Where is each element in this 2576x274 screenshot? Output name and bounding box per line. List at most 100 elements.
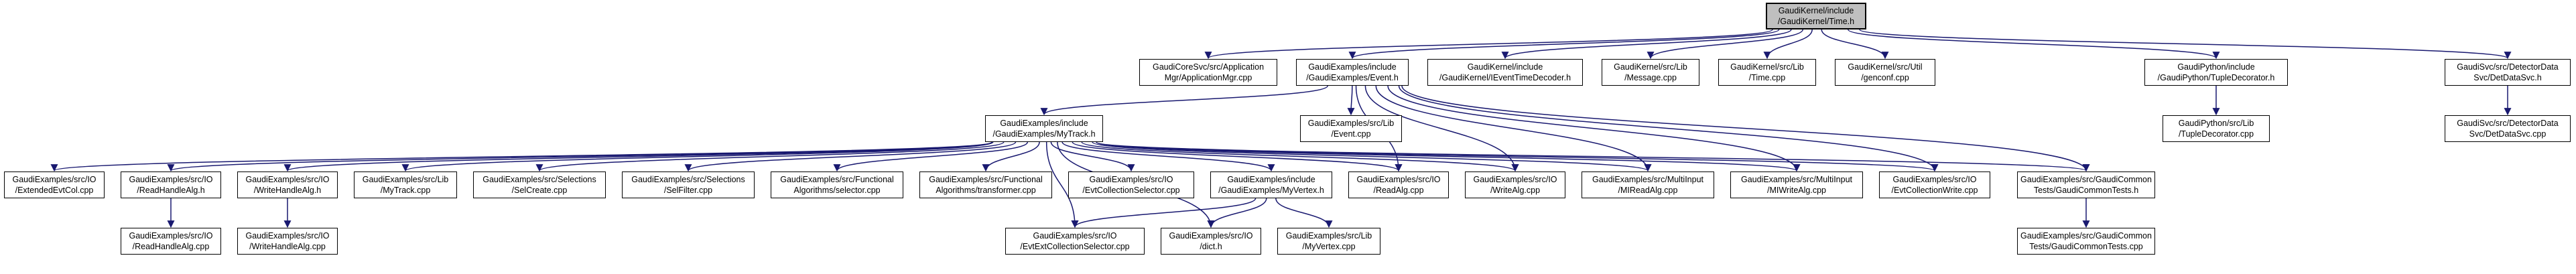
graph-node-label: /Event.cpp bbox=[1331, 129, 1371, 139]
graph-node-label: /ReadHandleAlg.h bbox=[137, 186, 205, 195]
graph-node-label: /ExtendedEvtCol.cpp bbox=[15, 186, 94, 195]
edge-group bbox=[51, 29, 2512, 228]
graph-node-genconf_cpp[interactable]: GaudiKernel/src/Util/genconf.cpp bbox=[1835, 59, 1935, 86]
graph-node-label: GaudiExamples/src/Selections bbox=[482, 174, 596, 184]
graph-node-event_h[interactable]: GaudiExamples/include/GaudiExamples/Even… bbox=[1296, 59, 1409, 86]
graph-node-label: GaudiSvc/src/DetectorData bbox=[2457, 62, 2559, 72]
graph-node-label: /Message.cpp bbox=[1624, 73, 1677, 82]
graph-node-label: /genconf.cpp bbox=[1861, 73, 1909, 82]
graph-node-readalg_cpp[interactable]: GaudiExamples/src/IO/ReadAlg.cpp bbox=[1348, 172, 1449, 198]
graph-node-readhandlealg_cpp[interactable]: GaudiExamples/src/IO/ReadHandleAlg.cpp bbox=[121, 228, 221, 255]
graph-node-label: GaudiExamples/src/Lib bbox=[1285, 230, 1372, 241]
edge-mytrack_h--evtextcollectionselector_cpp bbox=[1045, 141, 1079, 228]
graph-node-label: GaudiExamples/src/IO bbox=[245, 174, 330, 184]
edge-time_h--ieventtimedecoder_h bbox=[1501, 29, 1792, 60]
graph-node-event_cpp[interactable]: GaudiExamples/src/Lib/Event.cpp bbox=[1300, 115, 1402, 142]
edge-time_h--message_cpp bbox=[1647, 29, 1803, 60]
graph-node-label: GaudiKernel/include bbox=[1467, 62, 1543, 72]
edge-time_h--time_cpp bbox=[1763, 29, 1813, 60]
graph-node-label: /EvtCollectionWrite.cpp bbox=[1891, 186, 1978, 195]
edge-time_h--detdatasvc_h bbox=[1859, 29, 2512, 60]
graph-node-message_cpp[interactable]: GaudiKernel/src/Lib/Message.cpp bbox=[1602, 59, 1699, 86]
graph-node-mytrack_cpp[interactable]: GaudiExamples/src/Lib/MyTrack.cpp bbox=[354, 172, 457, 198]
graph-node-label: /GaudiExamples/Event.h bbox=[1306, 73, 1399, 82]
graph-node-label: GaudiKernel/include bbox=[1778, 5, 1854, 15]
graph-node-writealg_cpp[interactable]: GaudiExamples/src/IO/WriteAlg.cpp bbox=[1465, 172, 1565, 198]
graph-node-evtextcollectionselector_cpp[interactable]: GaudiExamples/src/IO/EvtExtCollectionSel… bbox=[1005, 228, 1145, 255]
graph-node-label: /dict.h bbox=[1200, 242, 1222, 251]
graph-node-label: Tests/GaudiCommonTests.h bbox=[2033, 186, 2139, 195]
graph-node-label: /WriteAlg.cpp bbox=[1490, 186, 1541, 195]
graph-node-writehandlealg_h[interactable]: GaudiExamples/src/IO/WriteHandleAlg.h bbox=[237, 172, 338, 198]
graph-node-myvertex_cpp[interactable]: GaudiExamples/src/Lib/MyVertex.cpp bbox=[1277, 228, 1380, 255]
graph-node-label: /MIWriteAlg.cpp bbox=[1767, 186, 1826, 195]
graph-node-label: /GaudiExamples/MyTrack.h bbox=[992, 129, 1096, 139]
graph-node-label: GaudiKernel/src/Lib bbox=[1614, 62, 1687, 72]
graph-node-selcreate_cpp[interactable]: GaudiExamples/src/Selections/SelCreate.c… bbox=[473, 172, 606, 198]
graph-node-label: GaudiExamples/src/IO bbox=[1033, 230, 1117, 241]
edge-mytrack_h--writehandlealg_h bbox=[283, 141, 992, 172]
graph-node-writehandlealg_cpp[interactable]: GaudiExamples/src/IO/WriteHandleAlg.cpp bbox=[237, 228, 338, 255]
graph-node-label: GaudiExamples/include bbox=[1308, 62, 1397, 72]
edge-time_h--applicationmgr_cpp bbox=[1204, 29, 1773, 60]
graph-node-label: /EvtCollectionSelector.cpp bbox=[1082, 186, 1180, 195]
graph-node-label: GaudiExamples/src/GaudiCommon bbox=[2020, 230, 2152, 241]
edge-event_h--event_cpp bbox=[1347, 85, 1355, 116]
edge-mytrack_h--evtcollectionwrite_cpp bbox=[1096, 141, 1938, 172]
edge-time_h--tupledecorator_h bbox=[1848, 29, 2220, 60]
edge-mytrack_h--miwritealg_cpp bbox=[1096, 141, 1801, 172]
graph-node-label: /WriteHandleAlg.h bbox=[253, 186, 322, 195]
edge-mytrack_h--readalg_cpp bbox=[1072, 141, 1403, 172]
edge-event_h--evtcollectionwrite_cpp bbox=[1398, 85, 1939, 172]
graph-node-label: /MIReadAlg.cpp bbox=[1618, 186, 1678, 195]
graph-node-label: /MyTrack.cpp bbox=[380, 186, 431, 195]
graph-node-label: GaudiExamples/src/Functional bbox=[780, 174, 894, 184]
graph-node-label: GaudiExamples/src/IO bbox=[1473, 174, 1557, 184]
graph-node-time_h: GaudiKernel/include/GaudiKernel/Time.h bbox=[1766, 3, 1866, 29]
graph-node-label: GaudiPython/src/Lib bbox=[2178, 118, 2254, 128]
edge-mytrack_h--myvertex_h bbox=[1061, 141, 1275, 172]
edge-mytrack_h--mytrack_cpp bbox=[401, 141, 994, 172]
edge-myvertex_h--myvertex_cpp bbox=[1275, 198, 1333, 228]
graph-node-readhandlealg_h[interactable]: GaudiExamples/src/IO/ReadHandleAlg.h bbox=[121, 172, 221, 198]
graph-node-tupledecorator_h[interactable]: GaudiPython/include/GaudiPython/TupleDec… bbox=[2144, 59, 2288, 86]
graph-node-label: Mgr/ApplicationMgr.cpp bbox=[1164, 73, 1252, 82]
edge-mytrack_h--selcreate_cpp bbox=[535, 141, 1005, 172]
graph-node-mytrack_h[interactable]: GaudiExamples/include/GaudiExamples/MyTr… bbox=[985, 115, 1103, 142]
edge-event_h--gaudicommontests_h bbox=[1401, 85, 2090, 172]
graph-node-dict_h[interactable]: GaudiExamples/src/IO/dict.h bbox=[1161, 228, 1261, 255]
graph-node-miwritealg_cpp[interactable]: GaudiExamples/src/MultiInput/MIWriteAlg.… bbox=[1730, 172, 1863, 198]
graph-node-tupledecorator_cpp[interactable]: GaudiPython/src/Lib/TupleDecorator.cpp bbox=[2163, 115, 2270, 142]
graph-node-mireadalg_cpp[interactable]: GaudiExamples/src/MultiInput/MIReadAlg.c… bbox=[1582, 172, 1714, 198]
graph-node-ieventtimedecoder_h[interactable]: GaudiKernel/include/GaudiKernel/IEventTi… bbox=[1427, 59, 1583, 86]
graph-node-label: GaudiCoreSvc/src/Application bbox=[1152, 62, 1265, 72]
graph-node-label: GaudiExamples/src/IO bbox=[1356, 174, 1441, 184]
graph-node-label: GaudiExamples/src/IO bbox=[1892, 174, 1977, 184]
graph-node-evtcollectionwrite_cpp[interactable]: GaudiExamples/src/IO/EvtCollectionWrite.… bbox=[1879, 172, 1990, 198]
graph-node-label: GaudiExamples/src/Functional bbox=[929, 174, 1043, 184]
edge-mytrack_h--selector_cpp bbox=[833, 141, 1029, 172]
graph-node-myvertex_h[interactable]: GaudiExamples/include/GaudiExamples/MyVe… bbox=[1210, 172, 1332, 198]
edge-event_h--mireadalg_cpp bbox=[1375, 85, 1652, 172]
edge-myvertex_h--evtextcollectionselector_cpp bbox=[1071, 198, 1257, 228]
graph-node-label: GaudiExamples/include bbox=[1000, 118, 1088, 128]
graph-node-selfilter_cpp[interactable]: GaudiExamples/src/Selections/SelFilter.c… bbox=[622, 172, 755, 198]
graph-node-label: /GaudiKernel/IEventTimeDecoder.h bbox=[1439, 73, 1571, 82]
graph-node-label: /GaudiKernel/Time.h bbox=[1777, 17, 1855, 26]
edge-myvertex_h--dict_h bbox=[1207, 198, 1267, 228]
graph-node-label: GaudiExamples/src/Selections bbox=[631, 174, 745, 184]
graph-node-time_cpp[interactable]: GaudiKernel/src/Lib/Time.cpp bbox=[1718, 59, 1816, 86]
graph-node-label: GaudiExamples/src/IO bbox=[1169, 230, 1253, 241]
graph-node-label: GaudiExamples/include bbox=[1227, 174, 1315, 184]
graph-node-evtcollectionselector_cpp[interactable]: GaudiExamples/src/IO/EvtCollectionSelect… bbox=[1068, 172, 1194, 198]
graph-node-extendedevtcol_cpp[interactable]: GaudiExamples/src/IO/ExtendedEvtCol.cpp bbox=[4, 172, 105, 198]
edge-mytrack_h--selfilter_cpp bbox=[684, 141, 1017, 172]
